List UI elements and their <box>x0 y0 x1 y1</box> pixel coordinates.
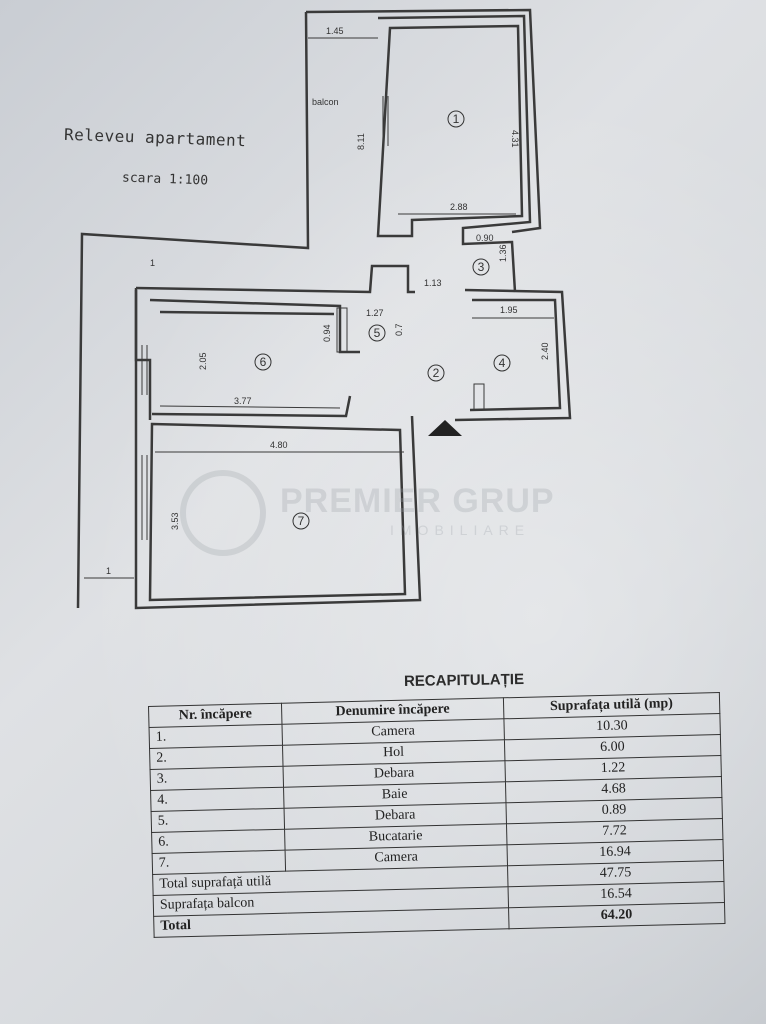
room-marker-3: 3 <box>472 258 490 276</box>
grand-total-value: 64.20 <box>508 902 725 929</box>
dim-0-90: 0.90 <box>476 233 494 243</box>
dim-4-31: 4.31 <box>510 130 520 148</box>
summary-table: Nr. încăpere Denumire încăpere Suprafața… <box>148 692 725 938</box>
dim-line-3-77 <box>159 405 341 409</box>
room-marker-7: 7 <box>292 512 310 530</box>
dim-0-7: 0.7 <box>394 323 404 336</box>
dim-2-40: 2.40 <box>540 342 550 360</box>
dim-1-13: 1.13 <box>424 278 442 288</box>
entrance-arrow <box>428 420 462 436</box>
room-7-wall <box>134 288 422 610</box>
room-marker-4: 4 <box>493 354 511 372</box>
summary-title: RECAPITULAȚIE <box>403 670 525 691</box>
watermark: PREMIER GRUP IMOBILIARE <box>180 470 600 560</box>
dim-1-27: 1.27 <box>366 308 384 318</box>
dim-2-05: 2.05 <box>198 352 208 370</box>
room-4-wall <box>454 288 572 422</box>
svg-text:5: 5 <box>374 326 381 340</box>
room-marker-5: 5 <box>368 324 386 342</box>
room-4-inner <box>469 298 562 412</box>
dim-1-95: 1.95 <box>500 305 518 315</box>
left-wall <box>134 290 152 420</box>
watermark-subtext: IMOBILIARE <box>390 522 531 538</box>
room-1-inner <box>376 24 524 238</box>
watermark-text: PREMIER GRUP <box>280 482 555 520</box>
summary-table-wrapper: Nr. încăpere Denumire încăpere Suprafața… <box>148 692 725 938</box>
dim-3-77: 3.77 <box>234 396 252 406</box>
dim-8-11: 8.11 <box>356 133 366 150</box>
room-marker-1: 1 <box>447 110 465 128</box>
svg-text:6: 6 <box>260 355 267 369</box>
balcony-label: balcon <box>312 97 339 107</box>
room-6-inner <box>159 310 335 316</box>
svg-text:4: 4 <box>499 356 506 370</box>
vent-4 <box>473 383 485 411</box>
room-marker-6: 6 <box>254 353 272 371</box>
room-1-wall <box>377 14 532 293</box>
dim-1-45: 1.45 <box>326 26 344 36</box>
svg-text:2: 2 <box>433 366 440 380</box>
dim-0-94: 0.94 <box>322 324 332 342</box>
watermark-logo-icon <box>180 470 266 556</box>
dim-2-88: 2.88 <box>450 202 468 212</box>
room-6-wall <box>149 298 360 354</box>
apartment-outline <box>135 264 415 294</box>
svg-text:3: 3 <box>478 260 485 274</box>
dim-1-bottom: 1 <box>106 566 111 576</box>
dim-3-53: 3.53 <box>170 512 180 530</box>
balcony-left-wall <box>76 11 310 609</box>
svg-text:1: 1 <box>453 112 460 126</box>
dim-1-top: 1 <box>150 258 155 268</box>
room-6-bottom <box>151 395 352 418</box>
room-7-inner <box>148 422 407 602</box>
dim-4-80: 4.80 <box>270 440 288 450</box>
room-marker-2: 2 <box>427 364 445 382</box>
svg-text:7: 7 <box>298 514 305 528</box>
floor-plan: 1.45 balcon 8.11 4.31 2.88 0.90 1.36 1.1… <box>76 8 572 610</box>
balcony-outline <box>305 8 542 234</box>
dim-1-36: 1.36 <box>498 244 508 262</box>
vent-5 <box>336 307 348 353</box>
